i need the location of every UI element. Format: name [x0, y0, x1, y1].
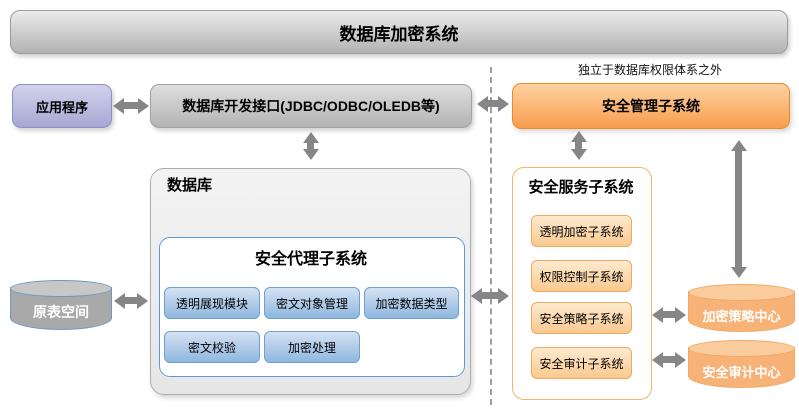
module-transparent-display: 透明展现模块 — [164, 287, 260, 319]
independence-note: 独立于数据库权限体系之外 — [577, 63, 722, 77]
dashed-divider-line — [490, 67, 492, 405]
subsystem-security-policy: 安全策略子系统 — [531, 302, 632, 334]
security-management-box: 安全管理子系统 — [512, 83, 790, 129]
cylinder-top — [10, 280, 112, 297]
arrow-database-service-icon — [471, 287, 509, 304]
arrow-interface-management-icon — [477, 95, 509, 112]
arrow-interface-database-icon — [302, 132, 319, 160]
security-management-label: 安全管理子系统 — [602, 98, 700, 114]
cylinder-top — [688, 340, 795, 357]
module-encrypted-data-type: 加密数据类型 — [364, 287, 459, 319]
security-service-title: 安全服务子系统 — [528, 179, 634, 196]
database-label: 数据库 — [167, 177, 213, 194]
subsystem-security-audit: 安全审计子系统 — [531, 347, 632, 379]
arrow-tablespace-database-icon — [114, 292, 148, 309]
original-tablespace-cylinder: 原表空间 — [10, 280, 112, 330]
system-title-bar: 数据库加密系统 — [10, 10, 788, 54]
application-box: 应用程序 — [12, 84, 112, 128]
module-ciphertext-object-mgmt: 密文对象管理 — [264, 287, 360, 319]
arrow-management-service-icon — [570, 131, 587, 160]
cylinder-top — [688, 284, 795, 301]
system-title: 数据库加密系统 — [339, 24, 459, 44]
arrow-policy-subsystem-center-icon — [652, 306, 686, 323]
application-label: 应用程序 — [35, 99, 88, 115]
arrow-management-policy-center-icon — [730, 140, 747, 278]
db-interface-box: 数据库开发接口(JDBC/ODBC/OLEDB等) — [150, 84, 472, 128]
security-agent-title: 安全代理子系统 — [254, 251, 367, 268]
subsystem-transparent-encryption: 透明加密子系统 — [531, 215, 632, 247]
security-audit-center-cylinder: 安全审计中心 — [688, 340, 795, 388]
security-audit-center-label: 安全审计中心 — [702, 364, 781, 380]
arrow-audit-subsystem-center-icon — [652, 351, 686, 368]
module-ciphertext-verify: 密文校验 — [164, 331, 260, 363]
db-interface-label: 数据库开发接口(JDBC/ODBC/OLEDB等) — [182, 98, 440, 114]
encryption-policy-center-cylinder: 加密策略中心 — [688, 284, 795, 332]
arrow-app-interface-icon — [113, 97, 149, 114]
subsystem-access-control: 权限控制子系统 — [531, 260, 632, 292]
original-tablespace-label: 原表空间 — [33, 304, 89, 320]
encryption-policy-center-label: 加密策略中心 — [702, 308, 781, 324]
module-encryption-process: 加密处理 — [264, 331, 360, 363]
